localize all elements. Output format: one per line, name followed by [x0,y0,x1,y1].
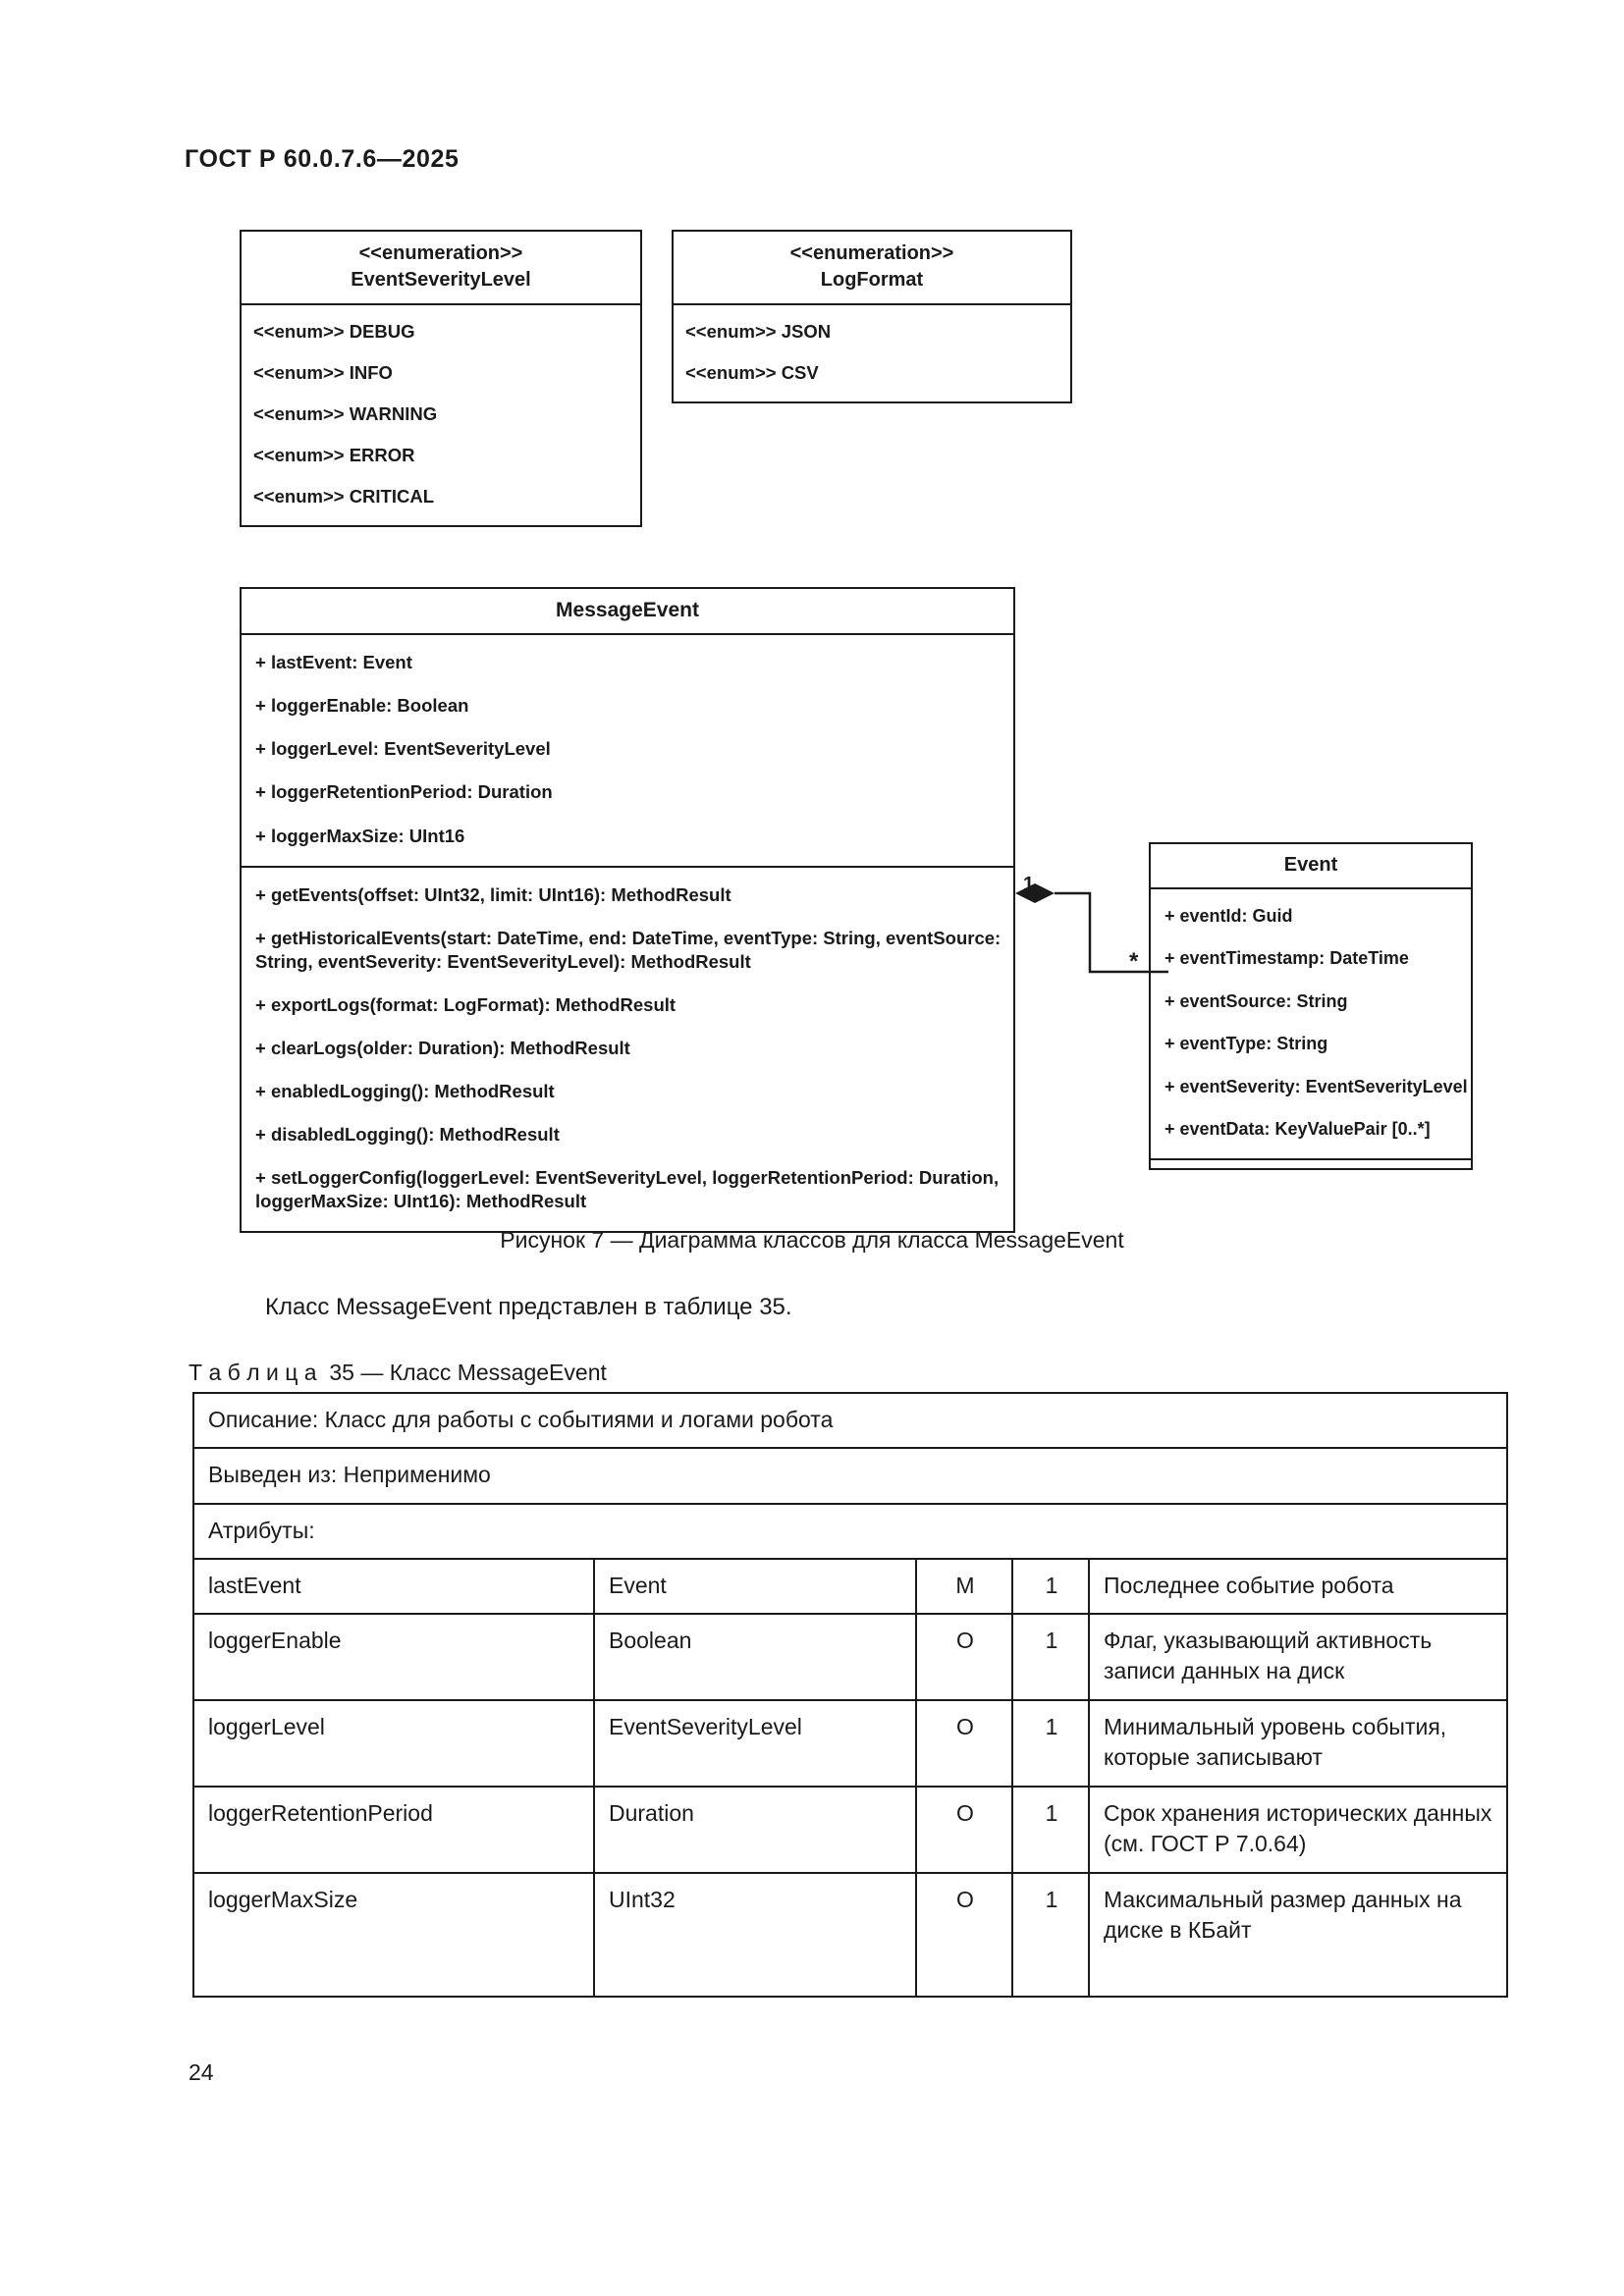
enumeration-name: EventSeverityLevel [351,269,531,291]
table-cell-attribute-name: loggerLevel [192,1699,595,1789]
table-cell-attribute-name: loggerRetentionPeriod [192,1786,595,1875]
table-caption: Т а б л и ц а 35 — Класс MessageEvent [189,1360,607,1385]
stereotype-label: <<enumeration>> [789,242,954,264]
table-cell-attribute-cardinality: 1 [1011,1558,1090,1616]
class-attribute: + eventSeverity: EventSeverityLevel [1164,1076,1468,1096]
table-cell-derived-meta: Выведен из: Неприменимо [192,1447,1508,1505]
figure-caption: Рисунок 7 — Диаграмма классов для класса… [500,1227,1124,1253]
table-cell-attribute-mo: O [915,1872,1013,1999]
table-cell-attribute-name: lastEvent [192,1558,595,1616]
class-attribute: + loggerLevel: EventSeverityLevel [255,738,551,760]
table-row: Выведен из: Неприменимо [192,1447,1508,1505]
enumeration-header: <<enumeration>> LogFormat [674,232,1070,305]
table-cell-attributes-meta: Атрибуты: [192,1502,1508,1561]
table-cell-description-meta: Описание: Класс для работы с событиями и… [192,1391,1508,1450]
class-header: MessageEvent [242,589,1013,636]
class-attribute: + eventSource: String [1164,990,1348,1011]
class-attribute: + eventId: Guid [1164,906,1293,926]
stereotype-label: <<enumeration>> [358,242,523,264]
enumeration-literals: <<enum>> DEBUG <<enum>> INFO <<enum>> WA… [242,305,640,525]
class-attribute: + lastEvent: Event [255,652,412,673]
class-attribute: + eventData: KeyValuePair [0..*] [1164,1118,1431,1139]
uml-class-diagram: <<enumeration>> EventSeverityLevel <<enu… [240,230,1473,1233]
class-operations-empty [1151,1158,1471,1168]
enum-literal: <<enum>> JSON [685,321,832,342]
class-operation: + getEvents(offset: UInt32, limit: UInt1… [255,883,731,905]
class-attributes: + lastEvent: Event + loggerEnable: Boole… [242,635,1013,865]
table-row: Атрибуты: [192,1502,1508,1561]
class-header: Event [1151,844,1471,889]
enumeration-header: <<enumeration>> EventSeverityLevel [242,232,640,305]
table-cell-attribute-type: EventSeverityLevel [593,1699,917,1789]
table-cell-attribute-type: UInt32 [593,1872,917,1999]
uml-enumeration-eventseveritylevel: <<enumeration>> EventSeverityLevel <<enu… [240,230,642,528]
table-cell-attribute-cardinality: 1 [1011,1699,1090,1789]
enum-literal: <<enum>> CSV [685,362,819,384]
table-row: loggerRetentionPeriod Duration O 1 Срок … [192,1786,1508,1875]
class-attribute: + eventType: String [1164,1034,1328,1054]
table-row: loggerLevel EventSeverityLevel O 1 Миним… [192,1699,1508,1789]
enum-literal: <<enum>> ERROR [253,445,415,466]
table-cell-attribute-name: loggerEnable [192,1613,595,1702]
table-cell-attribute-type: Boolean [593,1613,917,1702]
table-cell-attribute-description: Максимальный размер данных на диске в КБ… [1088,1872,1508,1999]
table-row: loggerMaxSize UInt32 O 1 Максимальный ра… [192,1872,1508,1999]
table-cell-attribute-mo: O [915,1613,1013,1702]
enumeration-literals: <<enum>> JSON <<enum>> CSV [674,305,1070,401]
enum-literal: <<enum>> WARNING [253,403,438,425]
body-paragraph: Класс MessageEvent представлен в таблице… [265,1294,792,1320]
enumeration-name: LogFormat [820,269,924,291]
page-header-standard-id: ГОСТ Р 60.0.7.6—2025 [185,145,460,173]
composition-connector-icon [1015,883,1168,974]
class-attributes-table: Описание: Класс для работы с событиями и… [192,1391,1508,1999]
class-operation: + setLoggerConfig(loggerLevel: EventSeve… [255,1166,1000,1211]
class-attribute: + loggerRetentionPeriod: Duration [255,781,553,803]
uml-enumeration-logformat: <<enumeration>> LogFormat <<enum>> JSON … [672,230,1072,404]
class-operation: + enabledLogging(): MethodResult [255,1080,555,1101]
page-number: 24 [189,2059,214,2085]
table-cell-attribute-description: Последнее событие робота [1088,1558,1508,1616]
class-attribute: + loggerMaxSize: UInt16 [255,825,465,846]
class-operation: + clearLogs(older: Duration): MethodResu… [255,1037,630,1058]
class-operation: + exportLogs(format: LogFormat): MethodR… [255,993,677,1015]
class-operation: + disabledLogging(): MethodResult [255,1123,560,1145]
table-row: lastEvent Event M 1 Последнее событие ро… [192,1558,1508,1616]
table-cell-attribute-description: Флаг, указывающий активность записи данн… [1088,1613,1508,1702]
class-operation: + getHistoricalEvents(start: DateTime, e… [255,927,1001,972]
class-operations: + getEvents(offset: UInt32, limit: UInt1… [242,865,1013,1231]
class-name: Event [1283,854,1338,876]
table-cell-attribute-cardinality: 1 [1011,1613,1090,1702]
table-row: Описание: Класс для работы с событиями и… [192,1391,1508,1450]
table-cell-attribute-type: Event [593,1558,917,1616]
class-name: MessageEvent [556,599,699,621]
class-attribute: + loggerEnable: Boolean [255,695,469,717]
enum-literal: <<enum>> INFO [253,362,393,384]
class-attributes: + eventId: Guid + eventTimestamp: DateTi… [1151,889,1471,1158]
table-cell-attribute-description: Минимальный уровень события, которые зап… [1088,1699,1508,1789]
uml-class-messageevent: MessageEvent + lastEvent: Event + logger… [240,587,1015,1233]
enum-literal: <<enum>> DEBUG [253,321,415,342]
class-attribute: + eventTimestamp: DateTime [1164,948,1409,969]
table-cell-attribute-mo: O [915,1786,1013,1875]
table-cell-attribute-cardinality: 1 [1011,1872,1090,1999]
table-cell-attribute-mo: O [915,1699,1013,1789]
enum-literal: <<enum>> CRITICAL [253,486,435,507]
table-cell-attribute-mo: M [915,1558,1013,1616]
table-cell-attribute-cardinality: 1 [1011,1786,1090,1875]
table-row: loggerEnable Boolean O 1 Флаг, указывающ… [192,1613,1508,1702]
table-cell-attribute-type: Duration [593,1786,917,1875]
multiplicity-target: * [1129,948,1139,975]
uml-class-event: Event + eventId: Guid + eventTimestamp: … [1149,842,1473,1171]
multiplicity-source: 1 [1023,874,1035,895]
table-cell-attribute-description: Срок хранения исторических данных (см. Г… [1088,1786,1508,1875]
table-cell-attribute-name: loggerMaxSize [192,1872,595,1999]
